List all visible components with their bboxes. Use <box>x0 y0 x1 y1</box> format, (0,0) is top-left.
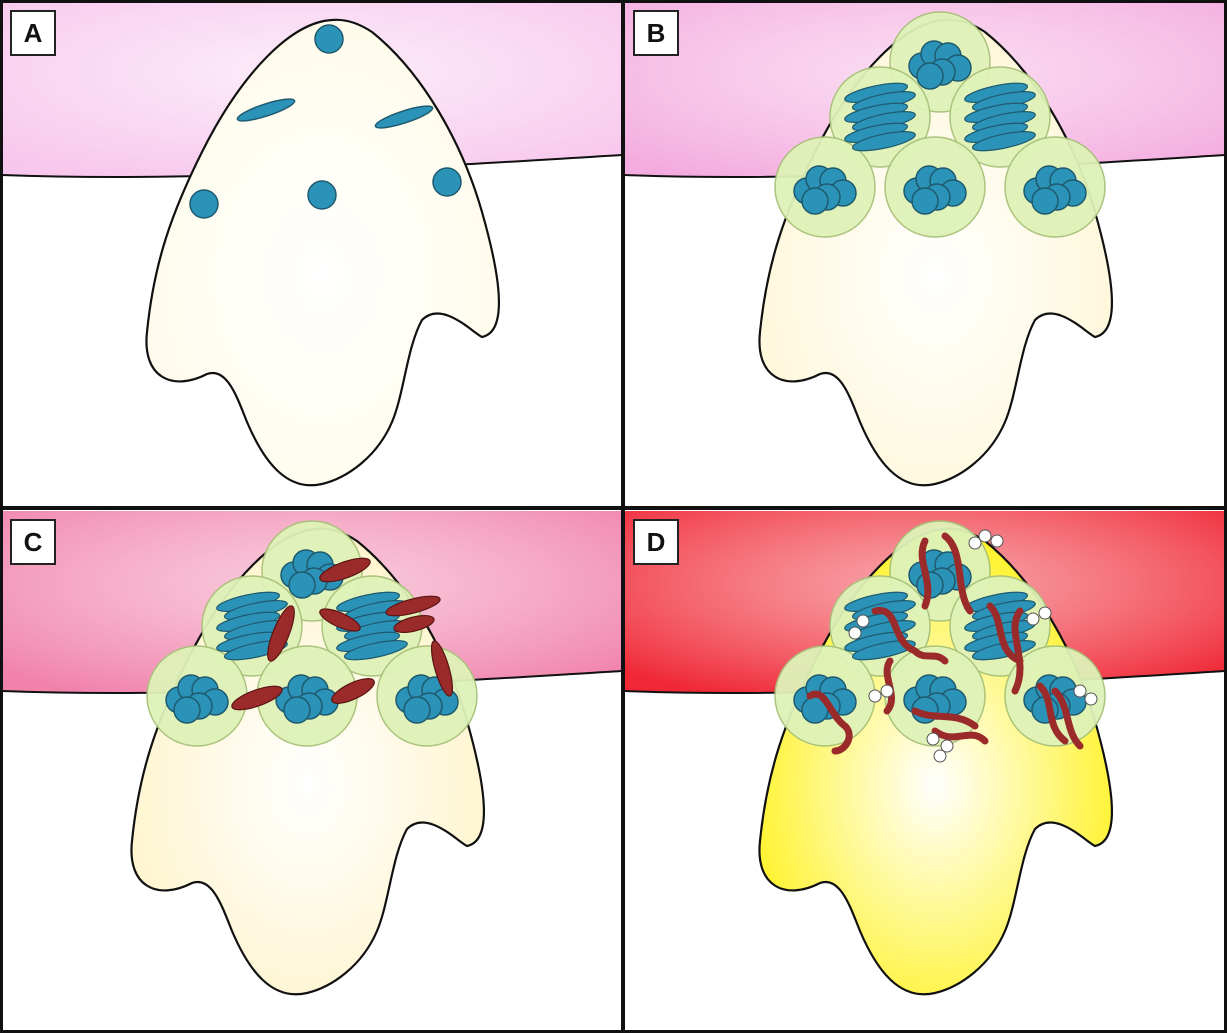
white-vesicle <box>1027 613 1039 625</box>
white-vesicle <box>969 537 981 549</box>
blue-cell <box>315 25 343 53</box>
blue-cell <box>433 168 461 196</box>
white-vesicle <box>1085 693 1097 705</box>
blue-cell <box>404 697 430 723</box>
panel-c-label: C <box>10 519 56 565</box>
blue-cell <box>284 697 310 723</box>
panel-b-label: B <box>633 10 679 56</box>
frame-left <box>0 0 3 1033</box>
blue-cell <box>308 181 336 209</box>
white-vesicle <box>934 750 946 762</box>
frame-horizontal-divider <box>0 506 1227 510</box>
panel-a-diagram <box>2 2 622 507</box>
panel-a-label: A <box>10 10 56 56</box>
white-vesicle <box>869 690 881 702</box>
white-vesicle <box>857 615 869 627</box>
blue-cell <box>289 572 315 598</box>
panel-c-diagram <box>2 511 622 1031</box>
blue-cell <box>174 697 200 723</box>
panel-d-label: D <box>633 519 679 565</box>
blue-cell <box>190 190 218 218</box>
white-vesicle <box>927 733 939 745</box>
white-vesicle <box>1039 607 1051 619</box>
blue-cell <box>912 188 938 214</box>
frame-vertical-divider <box>621 0 625 1033</box>
blue-cell <box>917 63 943 89</box>
blue-cell <box>802 188 828 214</box>
panel-a: A <box>2 2 622 507</box>
panel-c: C <box>2 511 622 1031</box>
white-vesicle <box>1074 685 1086 697</box>
panel-b: B <box>625 2 1225 507</box>
frame-top <box>0 0 1227 3</box>
panel-d-diagram <box>625 511 1225 1031</box>
panel-b-diagram <box>625 2 1225 507</box>
white-vesicle <box>881 685 893 697</box>
blue-cell <box>1032 188 1058 214</box>
white-vesicle <box>849 627 861 639</box>
panel-d: D <box>625 511 1225 1031</box>
white-vesicle <box>991 535 1003 547</box>
